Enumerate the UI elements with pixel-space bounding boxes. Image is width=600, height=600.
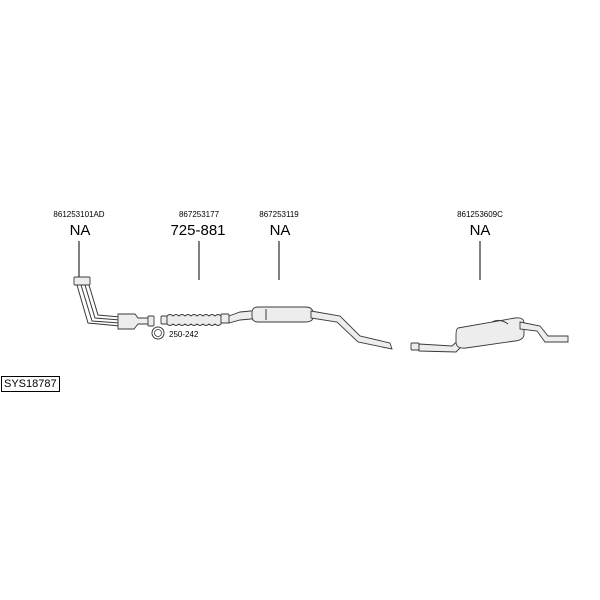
front-pipe-drawing xyxy=(73,276,155,330)
part-number-rear-silencer: 861253609C xyxy=(457,210,503,219)
part-code-flex-pipe: 725-881 xyxy=(170,222,226,239)
part-number-flex-pipe: 867253177 xyxy=(178,210,220,219)
part-number-middle-silencer: 867253119 xyxy=(259,210,299,219)
part-number-front-pipe: 861253101AD xyxy=(53,210,105,219)
middle-silencer-drawing xyxy=(220,306,393,350)
system-id-box: SYS18787 xyxy=(1,376,60,392)
part-code-middle-silencer: NA xyxy=(269,222,291,239)
clamp-code: 250-242 xyxy=(169,330,199,339)
clamp-drawing xyxy=(151,326,165,340)
rear-silencer-drawing xyxy=(410,317,569,353)
flex-pipe-drawing xyxy=(160,314,222,326)
part-code-front-pipe: NA xyxy=(69,222,91,239)
part-code-rear-silencer: NA xyxy=(469,222,491,239)
